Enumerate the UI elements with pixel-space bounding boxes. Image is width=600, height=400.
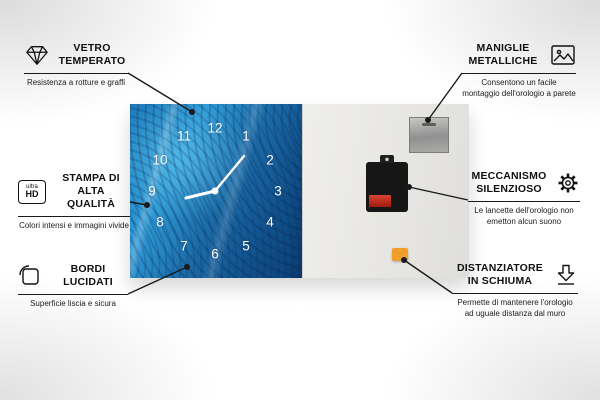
clock-number: 8	[156, 214, 164, 230]
callout-distanziatore-schiuma: DISTANZIATORE IN SCHIUMA Permette di man…	[452, 262, 578, 320]
callout-header: MECCANISMO SILENZIOSO	[468, 170, 580, 203]
polished-edge-icon	[18, 264, 42, 288]
ultra-hd-icon: ultra HD	[18, 179, 46, 204]
callout-subtitle: Permette di mantenere l'orologio ad ugua…	[457, 298, 573, 319]
picture-frame-icon	[550, 44, 576, 66]
callout-subtitle: Superficie liscia e sicura	[30, 299, 116, 309]
spacer-arrow-icon	[554, 263, 578, 287]
clock-number: 7	[180, 238, 188, 254]
callout-maniglie-metalliche: MANIGLIE METALLICHE Consentono un facile…	[462, 42, 576, 100]
callout-meccanismo-silenzioso: MECCANISMO SILENZIOSO Le lancette dell'o…	[468, 170, 580, 228]
callout-title: BORDI LUCIDATI	[63, 263, 113, 289]
callout-stampa-alta-qualita: ultra HD STAMPA DI ALTA QUALITÀ Colori i…	[18, 172, 130, 232]
callout-title: DISTANZIATORE IN SCHIUMA	[456, 262, 543, 288]
callout-vetro-temperato: VETRO TEMPERATO Resistenza a rotture e g…	[24, 42, 128, 89]
callout-header: DISTANZIATORE IN SCHIUMA	[452, 262, 578, 295]
clock-number: 12	[207, 120, 223, 136]
metal-hanger-plate	[409, 117, 449, 153]
callout-header: ultra HD STAMPA DI ALTA QUALITÀ	[18, 172, 130, 218]
ultra-hd-label-small: ultra	[26, 184, 38, 191]
clock-number: 2	[266, 152, 274, 168]
clock-number: 3	[274, 183, 282, 199]
clock-number: 5	[242, 238, 250, 254]
callout-header: VETRO TEMPERATO	[24, 42, 128, 75]
gear-icon	[556, 171, 580, 195]
clock-back-panel	[302, 104, 469, 278]
callout-bordi-lucidati: BORDI LUCIDATI Superficie liscia e sicur…	[18, 263, 128, 310]
callout-title: VETRO TEMPERATO	[58, 42, 126, 68]
diamond-icon	[24, 43, 50, 67]
callout-title: MANIGLIE METALLICHE	[468, 42, 538, 68]
callout-subtitle: Colori intensi e immagini vivide	[19, 221, 129, 231]
clock-number: 1	[242, 128, 250, 144]
clock-number: 6	[211, 246, 219, 262]
callout-header: BORDI LUCIDATI	[18, 263, 128, 296]
clock-front-panel: 12 1 2 3 4 5 6 7 8 9 10 11	[130, 104, 302, 278]
ultra-hd-label-big: HD	[25, 189, 39, 200]
clock-hands	[184, 154, 246, 200]
clock-mechanism	[366, 162, 408, 212]
callout-title: STAMPA DI ALTA QUALITÀ	[62, 172, 120, 211]
callout-subtitle: Consentono un facile montaggio dell'orol…	[462, 78, 576, 99]
callout-subtitle: Le lancette dell'orologio non emetton al…	[474, 206, 574, 227]
clock-number: 4	[266, 214, 274, 230]
callout-title: MECCANISMO SILENZIOSO	[471, 170, 547, 196]
battery	[369, 195, 391, 207]
clock-number: 11	[176, 128, 192, 144]
callout-subtitle: Resistenza a rotture e graffi	[26, 78, 126, 88]
callout-header: MANIGLIE METALLICHE	[462, 42, 576, 75]
foam-spacer	[392, 248, 408, 261]
clock-number: 9	[148, 183, 156, 199]
clock-number: 10	[152, 152, 168, 168]
